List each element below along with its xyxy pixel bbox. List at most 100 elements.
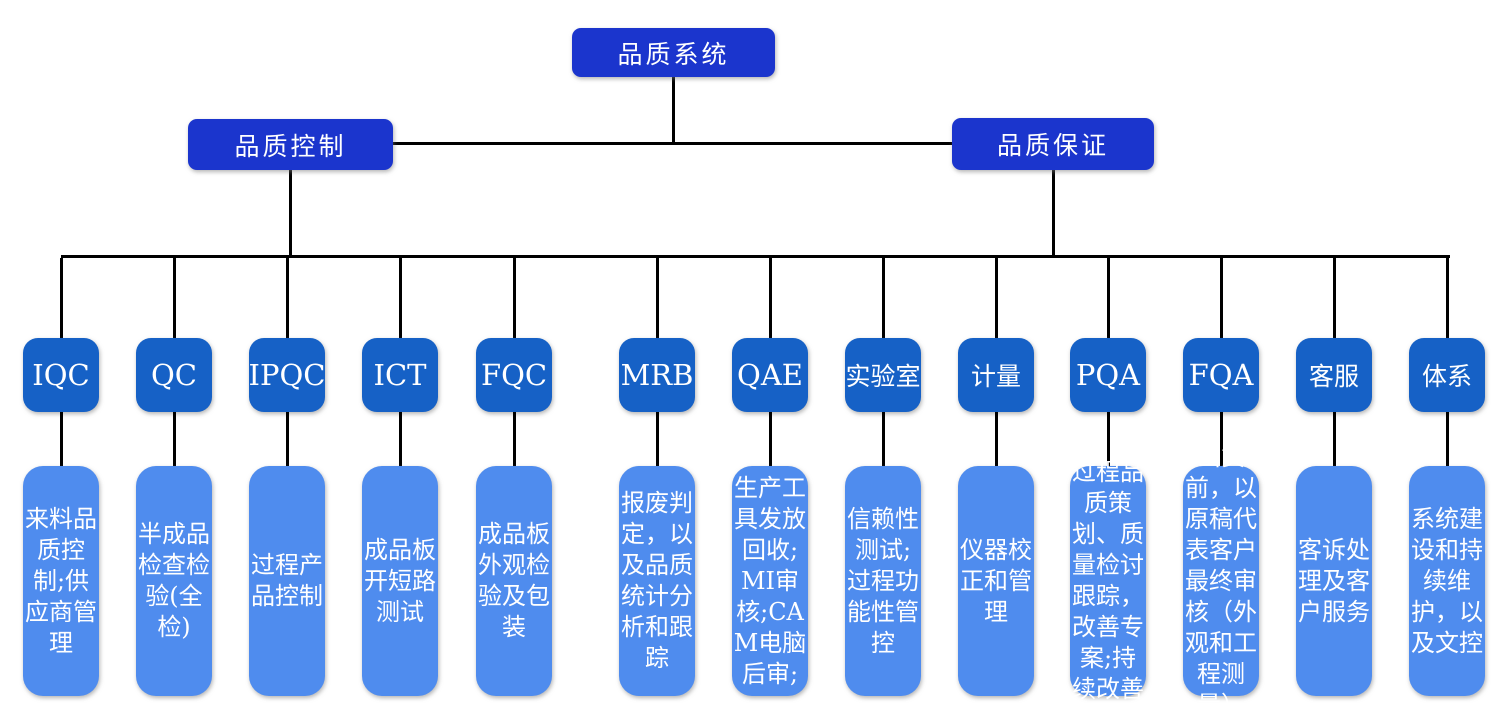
- dept-description: 半成品检查检验(全检): [138, 520, 210, 641]
- dept-box: 实验室: [845, 338, 921, 412]
- dept-code: FQC: [480, 358, 548, 392]
- dept-column-mrb: MRB 报废判定，以及品质统计分析和跟踪: [619, 258, 695, 696]
- dept-box: ICT: [362, 338, 438, 412]
- root-label: 品质系统: [617, 39, 730, 69]
- dept-desc-box: 成品板开短路测试: [362, 466, 438, 696]
- dept-box: QC: [136, 338, 212, 412]
- dept-code: IQC: [32, 358, 90, 392]
- dept-description: 成品板外观检验及包装: [478, 520, 550, 641]
- dept-column-iqc: IQC 来料品质控制;供应商管理: [23, 258, 99, 696]
- connector-line: [285, 412, 289, 466]
- dept-code: 体系: [1421, 362, 1472, 391]
- dept-desc-box: 系统建设和持续维护，以及文控: [1409, 466, 1485, 696]
- dept-box: FQA: [1183, 338, 1259, 412]
- connector-line: [1332, 258, 1336, 338]
- dept-desc-box: 出货前，以原稿代表客户最终审核（外观和工程测量）: [1183, 443, 1259, 719]
- dept-box: IQC: [23, 338, 99, 412]
- dept-code: 客服: [1308, 362, 1359, 391]
- dept-description: 出货前，以原稿代表客户最终审核（外观和工程测量）: [1185, 442, 1257, 719]
- dept-box: FQC: [476, 338, 552, 412]
- dept-column-pqa: PQA 过程品质策划、质量检讨跟踪，改善专案;持续改善: [1070, 258, 1146, 703]
- dept-code: IPQC: [248, 358, 326, 392]
- dept-box: QAE: [732, 338, 808, 412]
- branch-label: 品质保证: [996, 131, 1109, 160]
- connector-line: [59, 412, 63, 466]
- dept-code: 计量: [970, 362, 1021, 391]
- dept-box: 计量: [958, 338, 1034, 412]
- connector-line: [398, 258, 402, 338]
- connector-line: [512, 412, 516, 466]
- connector-line: [172, 412, 176, 466]
- dept-code: QAE: [737, 358, 803, 392]
- connector-line: [512, 258, 516, 338]
- dept-column-fqa: FQA 出货前，以原稿代表客户最终审核（外观和工程测量）: [1183, 258, 1259, 719]
- connector-line: [881, 412, 885, 466]
- dept-column-metrology: 计量 仪器校正和管理: [958, 258, 1034, 696]
- dept-description: 生产工具发放回收;MI审核;CAM电脑后审;: [733, 473, 807, 688]
- dept-code: 实验室: [845, 362, 921, 391]
- dept-desc-box: 过程产品控制: [249, 466, 325, 696]
- dept-box: PQA: [1070, 338, 1146, 412]
- connector-control-vertical: [289, 169, 292, 258]
- connector-line: [1219, 412, 1223, 466]
- dept-desc-box: 生产工具发放回收;MI审核;CAM电脑后审;: [732, 466, 808, 696]
- connector-line: [768, 412, 772, 466]
- connector-line: [994, 258, 998, 338]
- connector-line: [59, 258, 63, 338]
- dept-code: MRB: [620, 358, 694, 392]
- connector-line: [768, 258, 772, 338]
- dept-desc-box: 仪器校正和管理: [958, 466, 1034, 696]
- dept-code: PQA: [1075, 358, 1141, 392]
- dept-code: FQA: [1188, 358, 1254, 392]
- dept-desc-box: 信赖性测试;过程功能性管控: [845, 466, 921, 696]
- dept-desc-box: 来料品质控制;供应商管理: [23, 466, 99, 696]
- connector-line: [655, 412, 659, 466]
- connector-line: [398, 412, 402, 466]
- dept-description: 来料品质控制;供应商管理: [25, 504, 97, 657]
- connector-line: [994, 412, 998, 466]
- dept-column-ipqc: IPQC 过程产品控制: [249, 258, 325, 696]
- dept-column-ict: ICT 成品板开短路测试: [362, 258, 438, 696]
- dept-column-system: 体系 系统建设和持续维护，以及文控: [1409, 258, 1485, 696]
- connector-bus-horizontal: [61, 255, 1450, 258]
- dept-description: 信赖性测试;过程功能性管控: [847, 504, 919, 657]
- branch-box-quality-control: 品质控制: [188, 119, 393, 170]
- dept-column-customer-service: 客服 客诉处理及客户服务: [1296, 258, 1372, 696]
- dept-code: ICT: [373, 358, 427, 392]
- dept-desc-box: 成品板外观检验及包装: [476, 466, 552, 696]
- connector-branch-horizontal: [392, 142, 955, 145]
- dept-box: IPQC: [249, 338, 325, 412]
- dept-description: 客诉处理及客户服务: [1298, 535, 1370, 626]
- connector-line: [1445, 412, 1449, 466]
- connector-line: [1445, 258, 1449, 338]
- connector-root-vertical: [672, 76, 675, 143]
- dept-description: 成品板开短路测试: [364, 535, 436, 626]
- dept-code: QC: [151, 358, 197, 392]
- dept-desc-box: 过程品质策划、质量检讨跟踪，改善专案;持续改善: [1070, 458, 1146, 703]
- dept-description: 过程品质策划、质量检讨跟踪，改善专案;持续改善: [1072, 458, 1144, 703]
- connector-line: [1332, 412, 1336, 466]
- branch-label: 品质控制: [234, 131, 347, 161]
- branch-box-quality-assurance: 品质保证: [952, 118, 1154, 170]
- dept-desc-box: 客诉处理及客户服务: [1296, 466, 1372, 696]
- dept-description: 仪器校正和管理: [960, 535, 1032, 626]
- root-box: 品质系统: [572, 28, 775, 77]
- connector-line: [1106, 412, 1110, 466]
- dept-column-fqc: FQC 成品板外观检验及包装: [476, 258, 552, 696]
- dept-column-qae: QAE 生产工具发放回收;MI审核;CAM电脑后审;: [732, 258, 808, 696]
- connector-line: [1106, 258, 1110, 338]
- dept-box: MRB: [619, 338, 695, 412]
- connector-line: [285, 258, 289, 338]
- dept-desc-box: 半成品检查检验(全检): [136, 466, 212, 696]
- dept-box: 体系: [1409, 338, 1485, 412]
- dept-column-qc: QC 半成品检查检验(全检): [136, 258, 212, 696]
- connector-line: [172, 258, 176, 338]
- connector-assurance-vertical: [1052, 168, 1055, 258]
- dept-description: 报废判定，以及品质统计分析和跟踪: [621, 489, 693, 672]
- dept-description: 系统建设和持续维护，以及文控: [1411, 504, 1483, 657]
- dept-description: 过程产品控制: [251, 551, 323, 610]
- dept-box: 客服: [1296, 338, 1372, 412]
- connector-line: [655, 258, 659, 338]
- connector-line: [1219, 258, 1223, 338]
